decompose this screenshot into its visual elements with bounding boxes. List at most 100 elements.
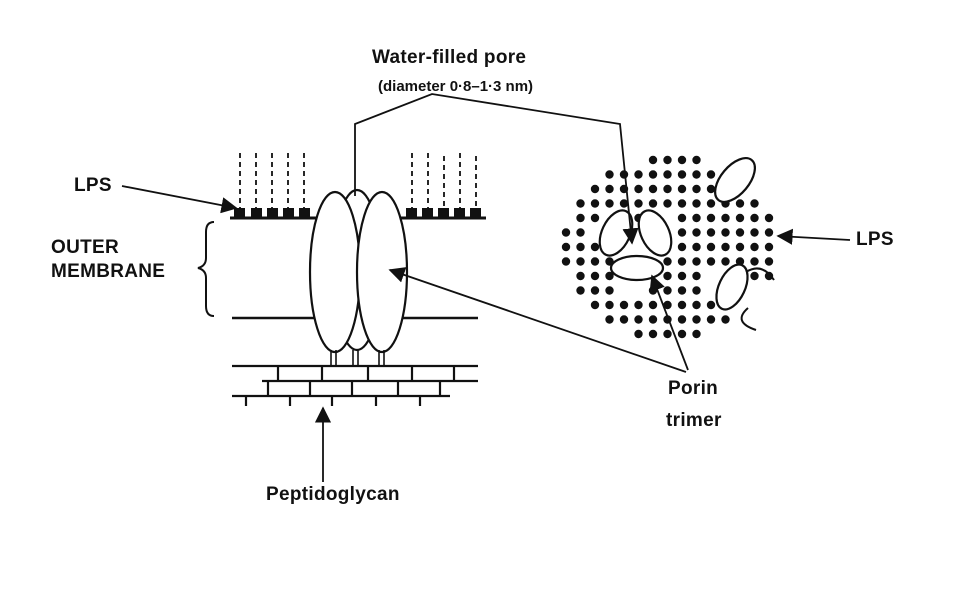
lps-dot	[605, 271, 614, 281]
lps-dot	[677, 213, 687, 223]
lps-dot	[692, 286, 701, 295]
lps-dot	[605, 184, 614, 194]
lps-dot	[663, 271, 672, 281]
membrane-brace	[197, 221, 215, 317]
lps-dot	[634, 170, 643, 179]
porin-label: Porin	[668, 378, 719, 399]
lps-dot	[561, 242, 571, 252]
lps-dot	[692, 199, 701, 208]
lps-dot-field	[561, 155, 774, 339]
lps-dot	[663, 286, 672, 295]
lps-dot	[590, 271, 600, 281]
lps-dot	[648, 155, 658, 165]
lps-dot	[605, 315, 614, 324]
lps-dot	[692, 257, 701, 266]
lps-dot	[721, 228, 730, 237]
lps-dot	[750, 228, 759, 237]
lps-dot	[750, 199, 759, 208]
lps-dot	[648, 170, 658, 179]
lps-dot	[619, 199, 629, 208]
lps-dot	[764, 242, 774, 252]
lps-dot	[677, 257, 687, 266]
lps-dot	[648, 329, 658, 339]
lps-dot	[561, 257, 571, 266]
lps-right-pointer	[776, 228, 851, 245]
lps-dot	[677, 271, 687, 281]
lps-dot	[677, 300, 687, 310]
lps-head-blocks	[234, 208, 481, 218]
lps-dot	[692, 300, 701, 310]
lps-dot	[663, 199, 672, 208]
lps-chains-right	[411, 153, 477, 210]
lps-dot	[663, 155, 672, 165]
lps-dot	[706, 170, 716, 179]
pointer-lines	[121, 93, 851, 482]
porin-anchors	[330, 350, 385, 366]
porin-top-pointer	[649, 274, 689, 371]
lps-right-label: LPS	[856, 229, 894, 250]
lps-dot	[692, 329, 701, 339]
lps-dot	[692, 242, 701, 252]
lps-dot	[648, 184, 658, 194]
membrane-label: MEMBRANE	[51, 261, 166, 282]
lps-chains-left	[239, 153, 305, 210]
lps-dot	[735, 242, 745, 252]
lps-dot	[634, 329, 643, 339]
lps-dot	[764, 213, 774, 223]
lps-dot	[576, 271, 585, 281]
lps-left-label: LPS	[74, 175, 112, 196]
lps-dot	[735, 199, 745, 208]
lps-dot	[561, 228, 571, 237]
lps-dot	[619, 315, 629, 324]
lps-dot	[735, 228, 745, 237]
lps-dot	[605, 300, 614, 310]
lps-dot	[590, 199, 600, 208]
lps-dot	[692, 184, 701, 194]
pore-title: Water-filled pore	[372, 47, 527, 68]
lps-dot	[677, 199, 687, 208]
lps-dot	[590, 184, 600, 194]
lps-dot	[663, 257, 672, 266]
lps-dot	[721, 242, 730, 252]
lps-left-pointer	[121, 185, 238, 214]
lps-dot	[764, 257, 774, 266]
lps-dot	[706, 257, 716, 266]
trimer-label: trimer	[666, 410, 722, 431]
outer-label: OUTER	[51, 237, 119, 258]
lps-dot	[677, 286, 687, 295]
lps-dot	[663, 184, 672, 194]
lps-dot	[706, 213, 716, 223]
lps-dot	[576, 286, 585, 295]
lps-dot	[648, 315, 658, 324]
lps-dot	[706, 300, 716, 310]
lps-dot	[706, 228, 716, 237]
lps-dot	[576, 257, 585, 266]
lps-dot	[634, 315, 643, 324]
lps-dot	[576, 213, 585, 223]
lps-dot	[663, 300, 672, 310]
lps-dot	[692, 315, 701, 324]
pore-pointer	[354, 93, 639, 245]
peptidoglycan-label: Peptidoglycan	[266, 484, 400, 505]
lps-dot	[663, 329, 672, 339]
lps-dot	[750, 257, 759, 266]
lps-dot	[692, 170, 701, 179]
lps-dot	[590, 300, 600, 310]
lps-dot	[576, 228, 585, 237]
lps-dot	[764, 271, 774, 281]
lps-dot	[677, 329, 687, 339]
porin-side-pointer	[388, 267, 687, 373]
porin-trimer-side-view	[308, 188, 409, 354]
pore-diameter: (diameter 0·8–1·3 nm)	[378, 78, 534, 95]
lps-dot	[590, 213, 600, 223]
lps-dot	[634, 199, 643, 208]
lps-dot	[590, 242, 600, 252]
lps-dot	[648, 300, 658, 310]
lps-dot	[750, 271, 759, 281]
peptidoglycan-layer	[232, 364, 478, 406]
lps-dot	[677, 242, 687, 252]
lps-dot	[605, 199, 614, 208]
lps-dot	[735, 213, 745, 223]
lps-dot	[721, 315, 730, 324]
